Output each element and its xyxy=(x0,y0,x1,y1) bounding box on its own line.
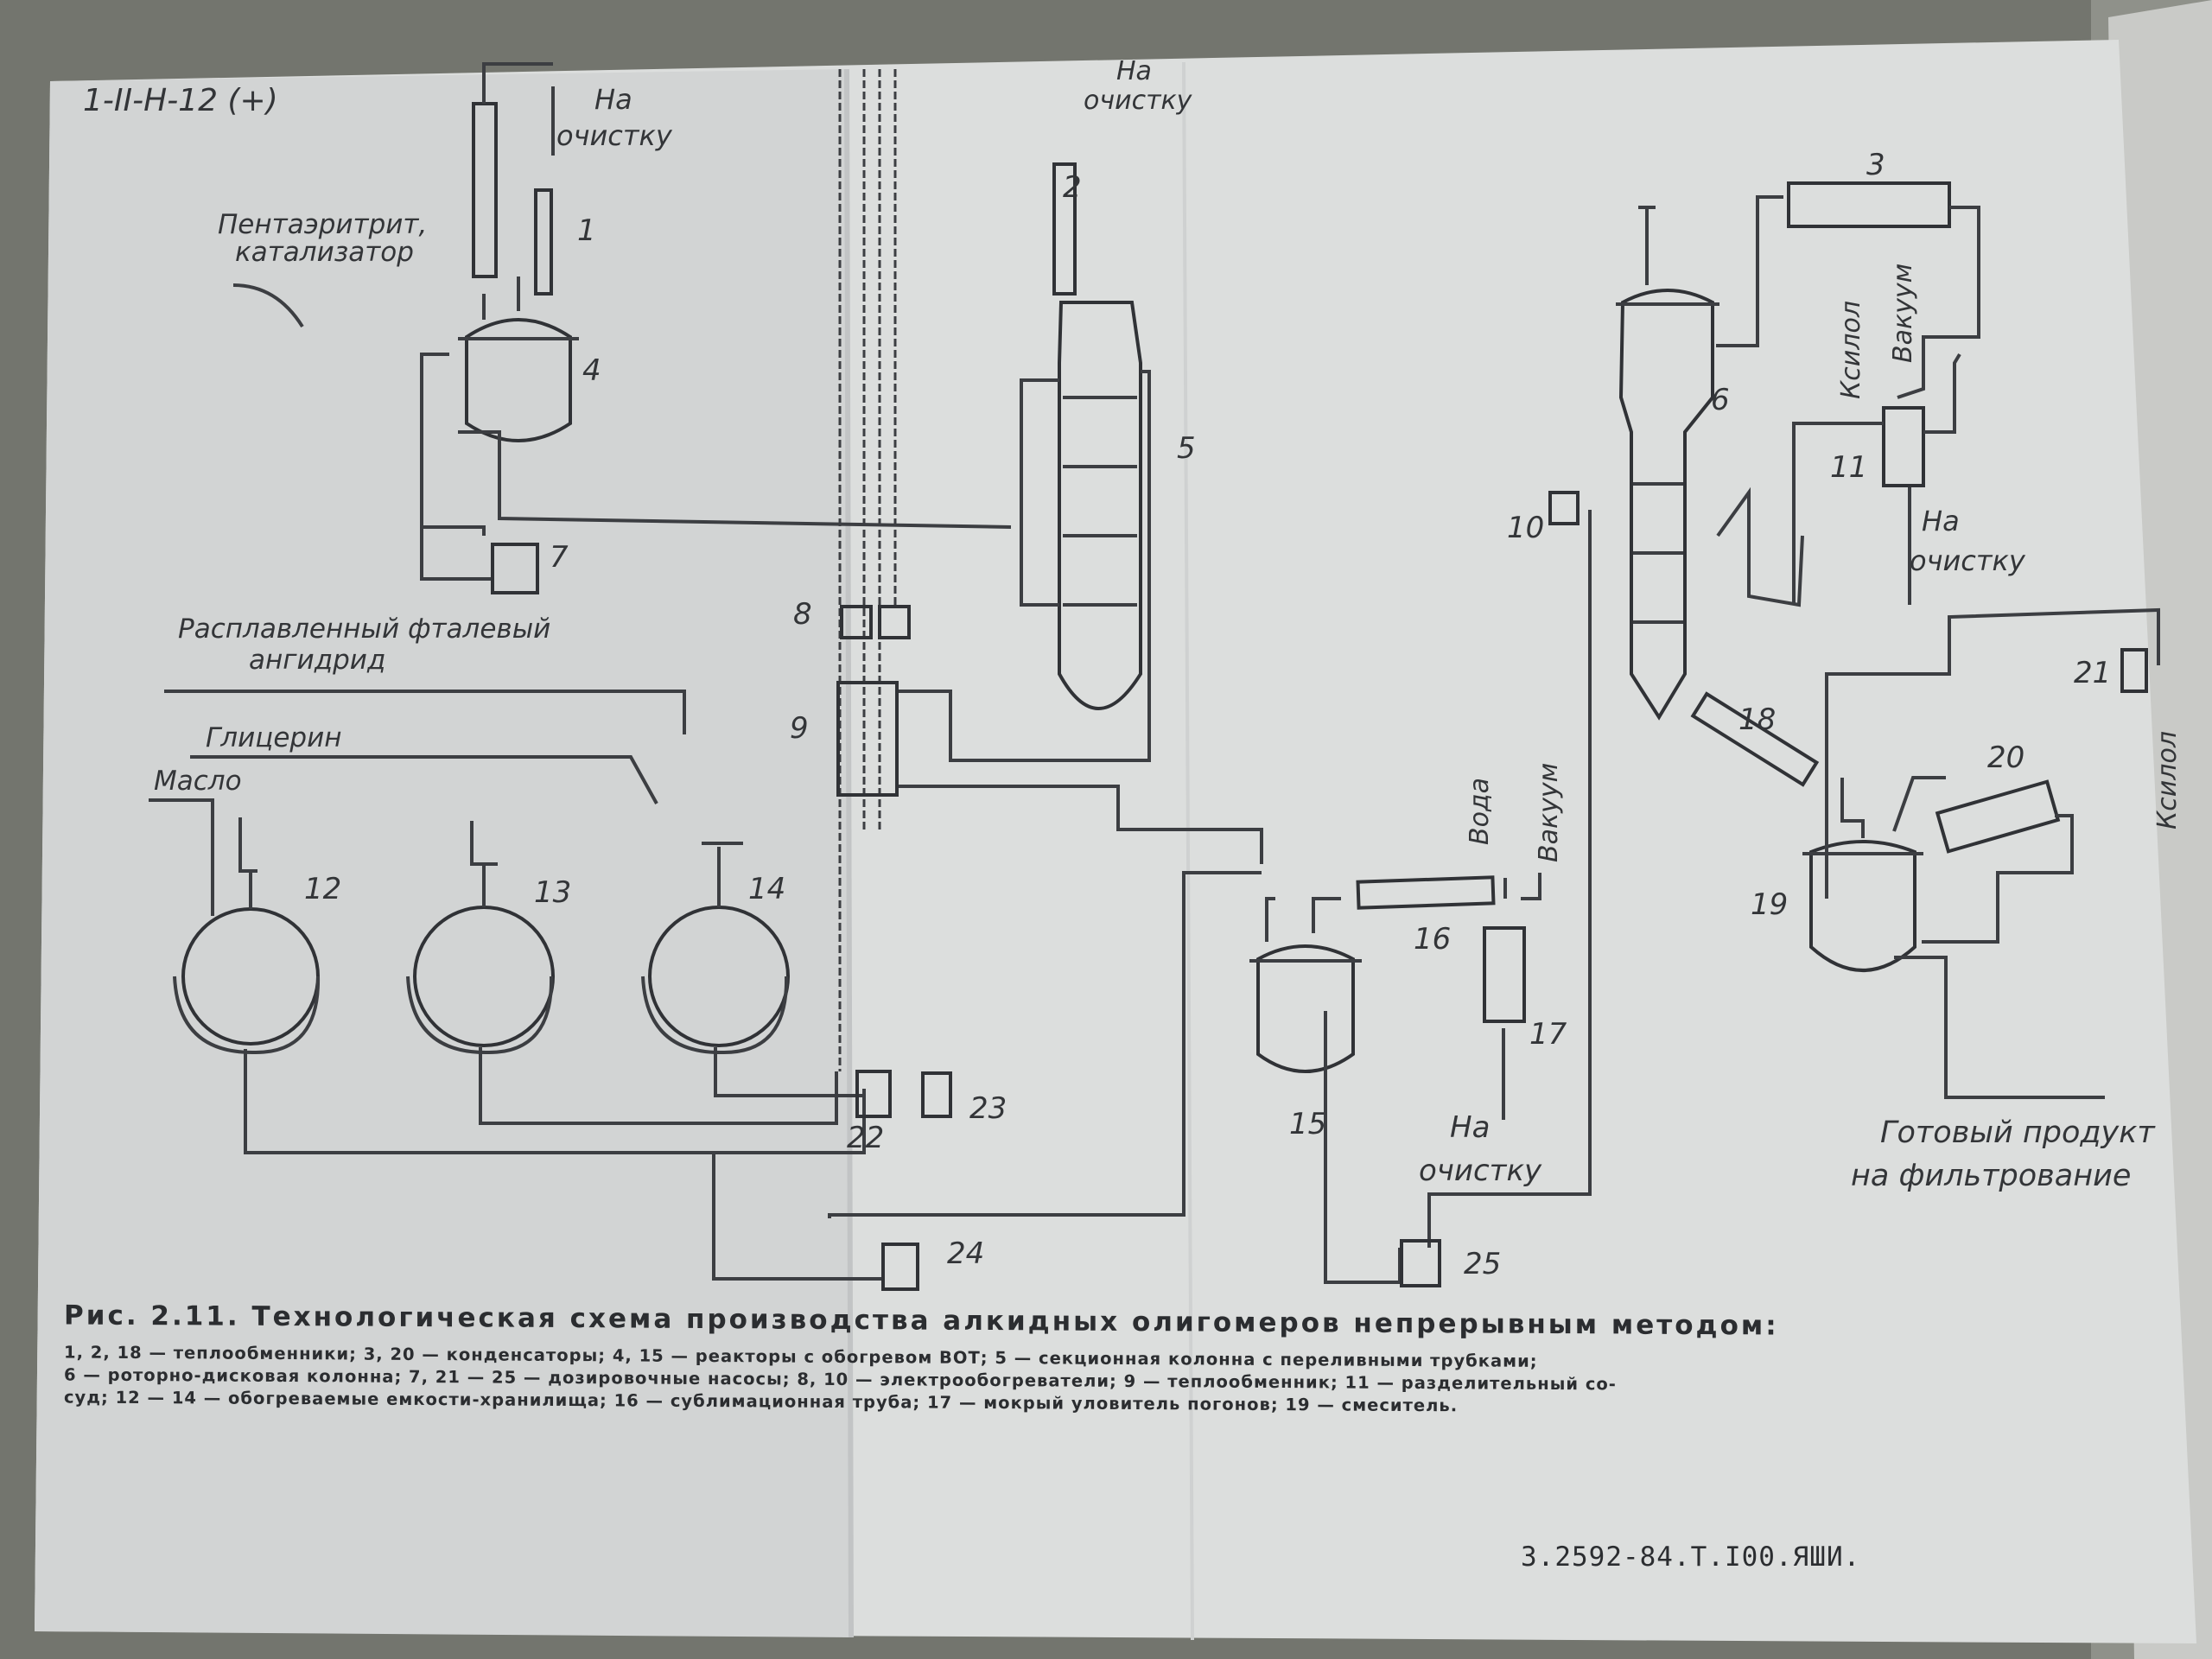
num-16: 16 xyxy=(1414,922,1451,957)
label-to-cleaning-4b: очистку xyxy=(1910,544,2026,577)
num-13: 13 xyxy=(534,875,571,910)
column-5 xyxy=(899,162,1151,762)
label-to-cleaning-1b: очистку xyxy=(556,119,673,152)
label-phthalic-1: Расплавленный фталевый xyxy=(178,613,550,645)
label-to-cleaning-2b: очистку xyxy=(1084,86,1193,116)
label-product-1: Готовый продукт xyxy=(1880,1116,2156,1150)
num-24: 24 xyxy=(947,1236,984,1271)
num-18: 18 xyxy=(1738,702,1776,737)
num-12: 12 xyxy=(304,872,341,906)
num-5: 5 xyxy=(1177,431,1196,466)
label-phthalic-2: ангидрид xyxy=(249,645,385,676)
num-21: 21 xyxy=(2074,656,2111,690)
label-water: Вода xyxy=(1465,778,1495,845)
reactor-15 xyxy=(1249,897,1362,1073)
label-oil: Масло xyxy=(154,766,242,797)
num-3: 3 xyxy=(1866,148,1885,182)
label-vacuum-2: Вакуум xyxy=(1888,264,1918,363)
column-6 xyxy=(1616,206,1719,721)
paper-left-panel xyxy=(35,69,851,1637)
label-vacuum: Вакуум xyxy=(1534,763,1564,862)
label-to-cleaning-1a: На xyxy=(594,83,632,116)
num-14: 14 xyxy=(748,872,785,906)
label-pentaerythritol-2: катализатор xyxy=(235,237,414,268)
label-product-2: на фильтрование xyxy=(1851,1159,2131,1193)
label-to-cleaning-3a: На xyxy=(1450,1110,1490,1145)
label-glycerin: Глицерин xyxy=(206,722,342,753)
num-23: 23 xyxy=(969,1091,1007,1126)
figure-caption: Рис. 2.11. Технологическая схема произво… xyxy=(64,1300,2198,1421)
num-20: 20 xyxy=(1987,741,2024,775)
caption-legend: 1, 2, 18 — теплообменники; 3, 20 — конде… xyxy=(64,1342,1617,1416)
num-19: 19 xyxy=(1751,887,1788,922)
storage-tank-13 xyxy=(406,821,555,1055)
num-15: 15 xyxy=(1289,1107,1326,1141)
label-to-cleaning-4a: На xyxy=(1922,505,1960,537)
label-to-cleaning-3b: очистку xyxy=(1419,1154,1542,1188)
num-11: 11 xyxy=(1830,450,1867,485)
num-10: 10 xyxy=(1507,511,1544,545)
document-code: 3.2592-84.Т.I00.ЯШИ. xyxy=(1521,1541,1861,1573)
num-25: 25 xyxy=(1464,1247,1501,1281)
corner-mark: 1-II-H-12 (+) xyxy=(83,83,278,118)
label-to-cleaning-2a: На xyxy=(1116,56,1152,86)
num-2: 2 xyxy=(1063,170,1082,205)
num-22: 22 xyxy=(847,1121,884,1155)
label-xylene-2: Ксилол xyxy=(2152,731,2183,830)
num-4: 4 xyxy=(582,353,601,388)
label-pentaerythritol-1: Пентаэритрит, xyxy=(218,209,427,240)
num-7: 7 xyxy=(550,540,569,575)
num-6: 6 xyxy=(1711,383,1730,417)
paper-fold xyxy=(844,68,854,1638)
storage-tank-14 xyxy=(641,842,790,1055)
num-9: 9 xyxy=(790,711,809,746)
storage-tank-12 xyxy=(173,817,321,1055)
label-xylene-1: Ксилол xyxy=(1836,301,1866,399)
mixer-19 xyxy=(1802,778,1923,972)
num-17: 17 xyxy=(1529,1017,1567,1052)
num-8: 8 xyxy=(793,597,812,632)
num-1: 1 xyxy=(577,213,596,248)
